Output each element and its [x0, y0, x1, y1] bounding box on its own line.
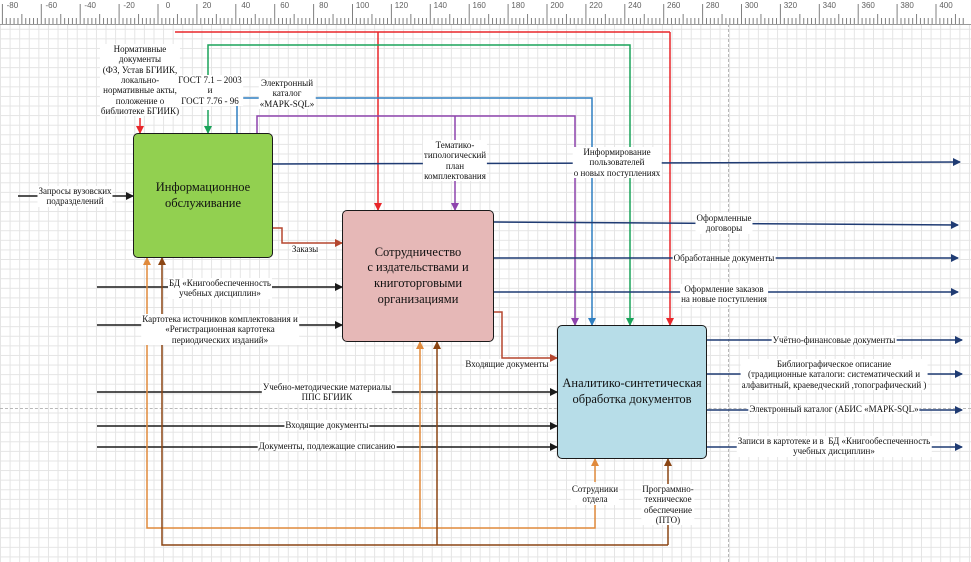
output-label-new-orders: Оформление заказов на новые поступления: [680, 284, 768, 305]
control-arrow-ecatalog-route: [236, 97, 596, 326]
output-label-processed: Обработанные документы: [672, 253, 776, 264]
ruler-tick-label: 100: [355, 1, 370, 10]
ruler-tick-label: 40: [241, 1, 251, 10]
control-arrow-thematic-route: [256, 115, 579, 326]
top-ruler: -80 -60 -40 -20 0 20 40 60 80 100 120 140 160 180 200 2…: [0, 0, 971, 25]
input-label-writeoff: Документы, подлежащие списанию: [257, 441, 397, 452]
ruler-tick-label: 180: [511, 1, 525, 10]
control-label-ecatalog: Электронный каталог «МАРК-SQL»: [258, 78, 316, 110]
control-label-normative: Нормативные документы (ФЗ, Устав БГИИК, …: [99, 44, 181, 117]
ruler-tick-label: 280: [705, 1, 720, 10]
ruler-tick-label: 200: [550, 1, 564, 10]
ruler-tick-label: 80: [319, 1, 329, 10]
ruler-tick-label: 220: [589, 1, 603, 10]
ruler-tick-label: 160: [472, 1, 486, 10]
input-label-requests: Запросы вузовских подразделений: [37, 186, 113, 207]
output-label-contracts: Оформленные договоры: [695, 213, 753, 234]
orders-label: Заказы: [290, 244, 320, 255]
mechanism-arrow-staff: [143, 257, 596, 529]
ruler-tick-label: 20: [202, 1, 212, 10]
orders-arrow: [273, 227, 343, 247]
ruler-tick-label: 360: [861, 1, 875, 10]
control-arrow-gost-route: [207, 44, 634, 326]
ruler-ticks: [1, 4, 964, 24]
cooperation-block[interactable]: Сотрудничество с издательствами и книгот…: [342, 210, 494, 342]
output-label-card-db: Записи в картотеке и в БД «Книгообеспече…: [736, 436, 932, 457]
ruler-tick-label: 120: [394, 1, 409, 10]
output-label-finance: Учётно-финансовые документы: [771, 335, 897, 346]
info-service-block[interactable]: Информационное обслуживание: [133, 133, 273, 258]
ruler-tick-label: 400: [939, 1, 953, 10]
input-label-card-index: Картотека источников комплектования и «Р…: [141, 314, 299, 346]
ruler-tick-label: 340: [822, 1, 836, 10]
ruler-tick-label: -80: [6, 1, 19, 10]
ruler-tick-label: -20: [123, 1, 135, 10]
ruler-tick-label: 380: [900, 1, 914, 10]
mechanism-label-software: Программно- техническое обеспечение (ПТО…: [641, 484, 695, 526]
input-label-methodical: Учебно-методические материалы ППС БГИИК: [261, 382, 393, 403]
analytic-block[interactable]: Аналитико-синтетическая обработка докуме…: [557, 325, 707, 459]
incoming-to-analytic-arrow: [494, 311, 558, 362]
mechanism-label-staff: Сотрудники отдела: [570, 484, 620, 505]
output-label-bibliographic: Библиографическое описание (традиционные…: [740, 359, 928, 391]
mechanism-arrow-software: [158, 257, 668, 546]
control-label-gost: ГОСТ 7.1 – 2003 и ГОСТ 7.76 - 96: [177, 75, 243, 107]
ruler-tick-label: -60: [45, 1, 58, 10]
ruler-tick-label: 0: [165, 1, 171, 10]
control-label-thematic: Тематико- типологический план комплектов…: [422, 140, 488, 182]
input-label-incoming: Входящие документы: [284, 420, 370, 431]
output-label-ecatalog: Электронный каталог (АБИС «МАРК-SQL»: [748, 404, 920, 415]
ruler-tick-label: -40: [84, 1, 96, 10]
ruler-tick-label: 320: [783, 1, 798, 10]
ruler-tick-label: 260: [667, 1, 681, 10]
ruler-tick-label: 300: [744, 1, 759, 10]
incoming-to-analytic-label: Входящие документы: [464, 359, 550, 370]
ruler-tick-label: 240: [628, 1, 642, 10]
input-label-db-textbooks: БД «Книгообеспеченность учебных дисципли…: [168, 278, 272, 299]
ruler-tick-label: 140: [433, 1, 447, 10]
ruler-tick-label: 60: [280, 1, 290, 10]
output-label-informing: Информирование пользователей о новых пос…: [572, 147, 662, 179]
page-break-guide-horizontal: [0, 408, 971, 409]
